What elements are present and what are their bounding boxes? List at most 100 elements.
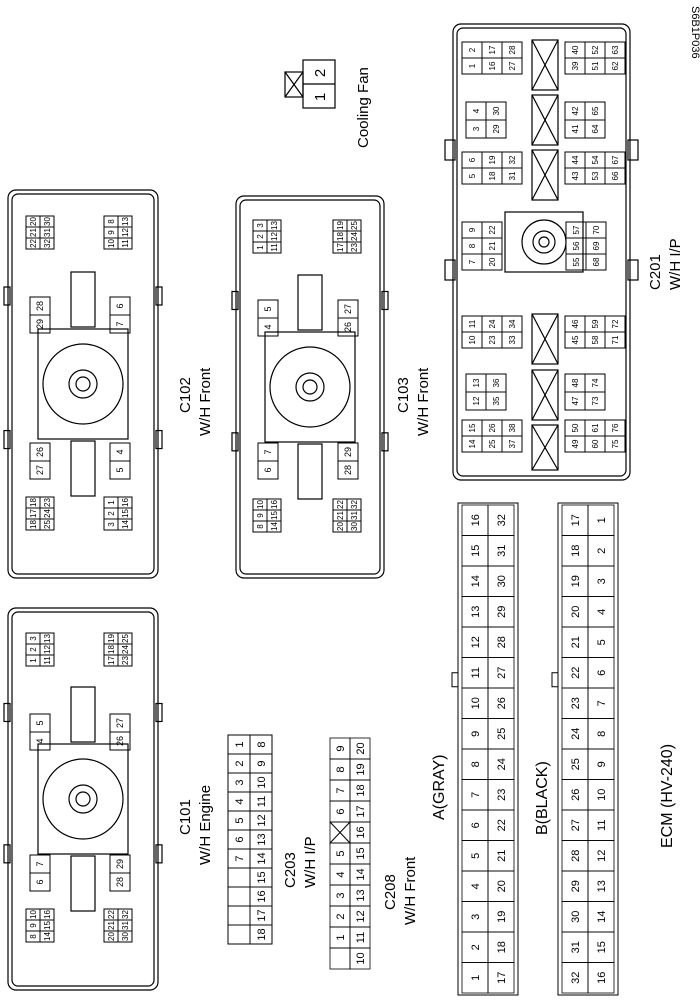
pin-number: 12 [472,396,481,405]
cooling-fan-pin: 2 [312,69,329,77]
c103-guide [297,443,323,500]
pin-cell [501,151,523,169]
pin-number: 31 [350,511,359,520]
pin-cell [349,947,371,970]
c102-housing [7,189,159,579]
pin-number: 25 [496,728,508,740]
pin-number: 11 [468,319,477,328]
c203-desc: W/H I/P [302,836,319,888]
c201-name: C201 [647,254,664,290]
pin-number: 23 [350,243,359,252]
pin-number: 12 [256,814,268,826]
pin-number: 28 [508,45,517,54]
cooling-fan-label: Cooling Fan [355,67,372,148]
pin-cell [346,498,362,511]
pin-number: 38 [508,423,517,432]
pin-number: 6 [470,822,482,828]
pin-number: 30 [121,932,130,941]
pin-number: 4 [115,449,125,454]
pin-cell [604,419,626,437]
c101-latch [155,702,163,723]
pin-number: 8 [29,934,38,939]
pin-number: 63 [611,45,620,54]
pin-number: 17 [107,656,116,665]
pin-number: 26 [343,322,353,332]
pin-number: 22 [570,667,582,679]
c101-latch [155,844,163,864]
pin-number: 14 [270,522,279,531]
c201-boss-frame [504,211,584,273]
pin-number: 3 [256,223,265,228]
pin-number: 25 [488,439,497,448]
pin-number: 32 [350,500,359,509]
pin-number: 48 [571,378,580,387]
pin-number: 18 [29,520,38,529]
pin-cell [117,632,133,645]
pin-number: 12 [596,850,608,862]
pin-number: 3 [470,914,482,920]
pin-number: 9 [335,745,347,751]
c201-latch [444,139,456,161]
pin-number: 4 [263,324,273,329]
pin-number: 24 [43,509,52,518]
c103-latch [231,290,239,311]
pin-number: 10 [596,789,608,801]
pin-number: 5 [263,306,273,311]
pin-number: 29 [492,124,501,133]
pin-number: 18 [29,498,38,507]
pin-number: 21 [336,511,345,520]
pin-number: 14 [43,932,52,941]
pin-number: 74 [591,378,600,387]
pin-number: 11 [270,243,279,252]
pin-number: 53 [591,171,600,180]
pin-number: 37 [508,439,517,448]
pin-number: 25 [121,634,130,643]
c208-desc: W/H Front [402,856,419,925]
pin-number: 31 [121,921,130,930]
pin-number: 31 [570,941,582,953]
pin-number: 32 [496,514,508,526]
pin-number: 21 [488,241,497,250]
pin-number: 11 [596,820,608,831]
pin-number: 18 [570,545,582,557]
pin-number: 1 [335,934,347,940]
pin-number: 4 [234,798,246,804]
c201-blank-cavity [531,149,559,201]
c103-latch [381,432,389,452]
pin-number: 50 [571,423,580,432]
pin-cell [501,419,523,437]
pin-number: 11 [121,239,130,248]
pin-number: 7 [35,861,45,866]
pin-number: 9 [470,731,482,737]
pin-number: 18 [355,784,367,796]
pin-number: 3 [29,636,38,641]
pin-number: 43 [571,171,580,180]
pin-number: 5 [234,817,246,823]
pin-number: 7 [335,787,347,793]
pin-number: 39 [571,61,580,70]
pin-number: 20 [496,880,508,892]
c102-housing-inner [11,193,155,575]
pin-number: 52 [591,45,600,54]
pin-number: 13 [121,217,130,226]
c201-desc: W/H I/P [667,238,684,290]
pin-number: 3 [335,892,347,898]
pin-number: 44 [571,155,580,164]
pin-number: 15 [355,847,367,859]
pin-number: 67 [611,155,620,164]
c103-latch [231,432,239,452]
pin-cell [39,215,55,228]
c103-pair-c: 67 [257,442,279,480]
pin-number: 17 [488,45,497,54]
pin-number: 16 [596,972,608,984]
pin-number: 27 [496,667,508,679]
pin-number: 26 [35,447,45,457]
